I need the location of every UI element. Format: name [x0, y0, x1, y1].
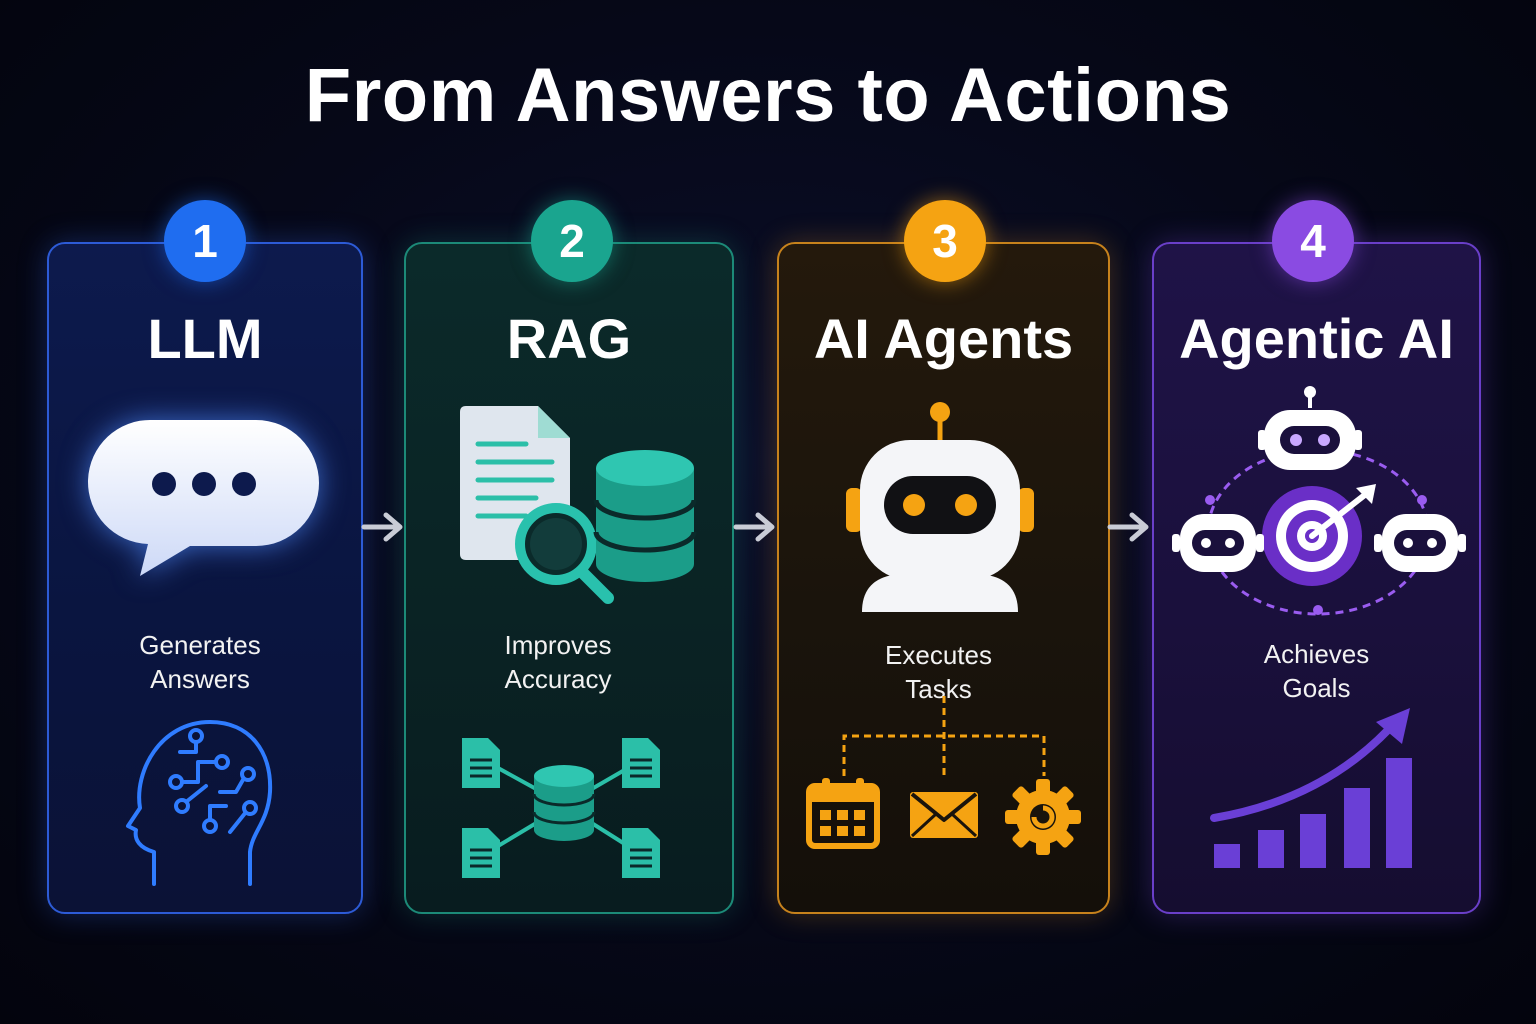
caption-line: Tasks: [905, 674, 972, 704]
stage-caption-agentic-ai: Achieves Goals: [1152, 637, 1481, 705]
document-search-icon: [460, 406, 614, 604]
step-badge-3: 3: [904, 200, 986, 282]
arrow-right-icon: [361, 512, 403, 542]
stage-title-llm: LLM: [147, 307, 263, 370]
caption-line: Improves: [504, 630, 612, 660]
caption-line: Achieves: [1263, 639, 1370, 669]
caption-line: Generates: [139, 630, 261, 660]
database-icon: [593, 450, 697, 582]
arrow-right-icon: [733, 512, 775, 542]
caption-line: Goals: [1282, 673, 1351, 703]
stage-title-agentic-ai: Agentic AI: [1179, 307, 1454, 370]
step-badge-2: 2: [531, 200, 613, 282]
stage-title-rag: RAG: [506, 307, 632, 370]
stage-card-llm: [47, 242, 363, 914]
document-network-icon: [462, 738, 660, 878]
growth-chart-icon: [1210, 708, 1412, 868]
robot-icon: [846, 402, 1034, 612]
stage-caption-rag: Improves Accuracy: [404, 628, 712, 696]
caption-line: Accuracy: [504, 664, 612, 694]
task-branch-lines: [842, 696, 1046, 776]
mail-icon: [910, 792, 978, 838]
gear-icon: [1005, 779, 1081, 855]
stage-caption-ai-agents: Executes Tasks: [777, 638, 1100, 706]
brain-circuit-icon: [126, 720, 273, 886]
stage-title-ai-agents: AI Agents: [813, 307, 1074, 370]
calendar-icon: [806, 778, 880, 849]
page-title: From Answers to Actions: [304, 53, 1232, 138]
chat-bubble-icon: [87, 419, 319, 576]
step-badge-4: 4: [1272, 200, 1354, 282]
stage-caption-llm: Generates Answers: [47, 628, 353, 696]
multi-robot-target-icon: [1172, 386, 1466, 616]
step-badge-1: 1: [164, 200, 246, 282]
arrow-right-icon: [1107, 512, 1149, 542]
caption-line: Answers: [150, 664, 250, 694]
caption-line: Executes: [885, 640, 992, 670]
